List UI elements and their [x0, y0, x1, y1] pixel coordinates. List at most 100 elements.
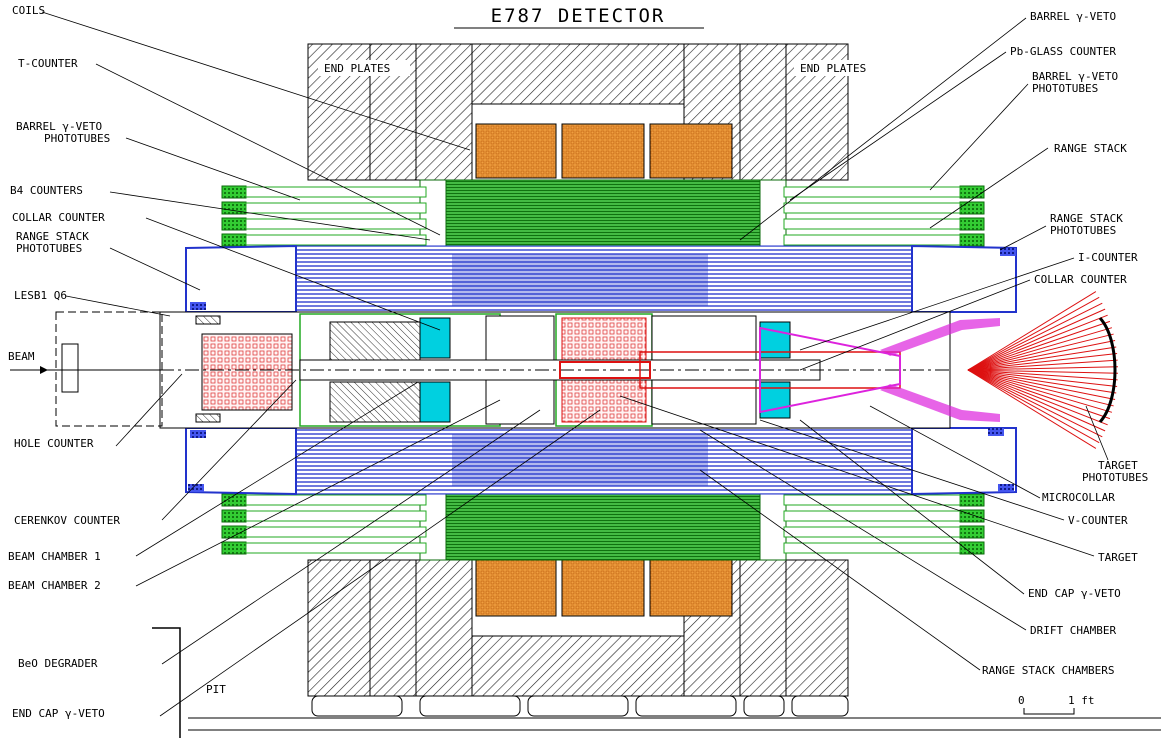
leader-line	[135, 399, 501, 587]
phototube-left	[221, 509, 247, 523]
target-fiber	[967, 369, 1117, 394]
label-range-stack-phototubes-right-2: PHOTOTUBES	[1050, 224, 1116, 237]
target-fiber	[967, 369, 1114, 407]
target-fiber	[967, 320, 1111, 371]
label-drift-chamber: DRIFT CHAMBER	[1030, 624, 1116, 637]
target-fiber	[967, 353, 1118, 371]
phototube-left	[221, 541, 247, 555]
target-fiber	[967, 327, 1113, 371]
label-beam-chamber-1: BEAM CHAMBER 1	[8, 550, 101, 563]
phototube-guide-left	[245, 202, 427, 214]
label-barrel-veto-phototubes-left-2: PHOTOTUBES	[44, 132, 110, 145]
leader-line	[161, 379, 297, 521]
leader-line	[929, 147, 1049, 229]
label-barrel-veto-phototubes-right-2: PHOTOTUBES	[1032, 82, 1098, 95]
label-target-phototubes-2: PHOTOTUBES	[1082, 471, 1148, 484]
inner-region	[159, 311, 1000, 429]
phototube-left	[221, 217, 247, 231]
label-beo-degrader: BeO DEGRADER	[18, 657, 98, 670]
target-fiber	[967, 369, 1111, 420]
phototube-guide-right	[783, 542, 961, 554]
phototube-guide-left	[245, 218, 427, 230]
coils	[471, 103, 733, 637]
target-fiber	[967, 369, 1116, 400]
phototube-guide-left	[245, 234, 427, 246]
leader-line	[799, 279, 1031, 371]
label-range-stack-chambers: RANGE STACK CHAMBERS	[982, 664, 1114, 677]
label-i-counter: I-COUNTER	[1078, 251, 1138, 264]
leader-line	[789, 51, 1007, 201]
label-v-counter: V-COUNTER	[1068, 514, 1128, 527]
label-end-cap-veto-right: END CAP γ-VETO	[1028, 587, 1121, 600]
phototube-left	[221, 233, 247, 247]
phototube-right	[959, 217, 985, 231]
phototube-right	[959, 525, 985, 539]
leader-line	[999, 225, 1047, 251]
phototube-guide-right	[783, 526, 961, 538]
leader-line	[161, 409, 541, 665]
target-fiber	[967, 369, 1097, 449]
label-t-counter: T-COUNTER	[18, 57, 78, 70]
phototube-guide-right	[783, 186, 961, 198]
phototube-guide-right	[783, 494, 961, 506]
leader-line	[115, 373, 183, 447]
leader-line	[699, 429, 1027, 631]
barrel-veto-phototubes	[221, 185, 985, 555]
end-plates-right-label: END PLATES	[800, 62, 866, 75]
end-plates-left-bg	[318, 60, 410, 76]
label-target-phototubes-1: TARGET	[1098, 459, 1138, 472]
leader-line	[759, 419, 1065, 521]
phototube-guide-left	[245, 510, 427, 522]
target-fiber	[967, 291, 1097, 371]
leader-line	[125, 137, 301, 201]
label-barrel-veto-phototubes-right-1: BARREL γ-VETO	[1032, 70, 1118, 83]
target-fiber	[967, 346, 1117, 371]
target-fiber	[967, 296, 1100, 371]
leader-line	[799, 419, 1025, 595]
leader-line	[1085, 405, 1109, 461]
end-plates-left-label: END PLATES	[324, 62, 390, 75]
phototube-guide-left	[245, 542, 427, 554]
label-range-stack: RANGE STACK	[1054, 142, 1127, 155]
label-beam: BEAM	[8, 350, 35, 363]
target-fiber	[967, 369, 1113, 413]
phototube-right	[959, 493, 985, 507]
label-end-cap-veto-left: END CAP γ-VETO	[12, 707, 105, 720]
barrel-veto	[419, 179, 787, 561]
target-fiber	[967, 369, 1108, 426]
label-collar-counter-right: COLLAR COUNTER	[1034, 273, 1127, 286]
phototube-guide-left	[245, 526, 427, 538]
phototube-right	[959, 541, 985, 555]
target-fiber	[967, 308, 1106, 371]
target-fiber	[967, 369, 1118, 387]
leader-line	[159, 409, 601, 717]
leader-line	[869, 405, 1041, 499]
label-beam-chamber-2: BEAM CHAMBER 2	[8, 579, 101, 592]
leader-line	[929, 83, 1029, 191]
target-fan	[967, 291, 1118, 449]
phototube-guide-right	[783, 202, 961, 214]
phototube-guide-left	[245, 494, 427, 506]
label-barrel-veto-phototubes-left-1: BARREL γ-VETO	[16, 120, 102, 133]
label-collar-counter-left: COLLAR COUNTER	[12, 211, 105, 224]
label-hole-counter: HOLE COUNTER	[14, 437, 94, 450]
leader-line	[145, 217, 441, 331]
phototube-right	[959, 185, 985, 199]
leader-line	[41, 11, 471, 151]
pit-floor	[152, 627, 1161, 738]
leader-line	[95, 63, 441, 236]
diagram-title: E787 DETECTOR	[491, 5, 666, 27]
target-fiber	[967, 369, 1118, 381]
target-fiber	[967, 333, 1114, 371]
leader-line	[65, 295, 171, 317]
target-fiber	[967, 369, 1100, 444]
scale-zero: 0	[1018, 694, 1025, 707]
phototube-guide-left	[245, 186, 427, 198]
label-target: TARGET	[1098, 551, 1138, 564]
leader-line	[739, 17, 1027, 241]
leader-line	[699, 469, 981, 671]
label-b4-counters: B4 COUNTERS	[10, 184, 83, 197]
label-pit: PIT	[206, 683, 226, 696]
